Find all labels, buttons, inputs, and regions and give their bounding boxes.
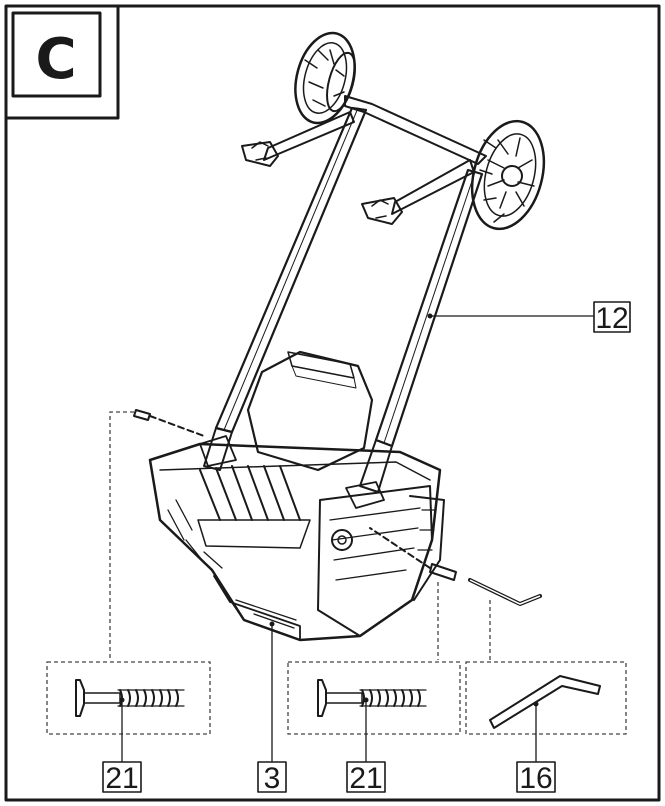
callout-box-21-left — [102, 761, 142, 793]
screw-detail-right — [317, 679, 427, 717]
tiller-body — [148, 350, 445, 642]
callout-box-12 — [593, 301, 631, 333]
detail-box-hex-key — [465, 661, 627, 735]
callout-box-16 — [516, 761, 556, 793]
handle-assembly — [203, 31, 546, 493]
callout-label-body: 3 — [264, 762, 281, 795]
screw-left-installed — [133, 409, 205, 437]
callout-box-21-right — [346, 761, 386, 793]
callout-label-handle: 12 — [595, 302, 628, 335]
callout-label-screw-left: 21 — [105, 762, 138, 795]
detail-box-screw-right — [287, 661, 461, 735]
step-box-outline — [4, 4, 120, 120]
callout-label-screw-right: 21 — [349, 762, 382, 795]
screw-detail-left — [75, 679, 185, 717]
left-wheel — [294, 31, 356, 125]
detail-box-screw-left — [46, 661, 211, 735]
callout-label-hex-key: 16 — [519, 762, 552, 795]
callout-box-3 — [257, 761, 287, 793]
step-letter: C — [35, 27, 76, 92]
step-box — [11, 11, 102, 98]
guide-line-left — [109, 411, 134, 660]
hex-key-detail — [489, 675, 601, 729]
hex-key-installed — [468, 578, 542, 606]
diagram-border — [4, 4, 661, 802]
right-wheel — [470, 119, 546, 231]
screw-right-installed — [369, 527, 457, 581]
